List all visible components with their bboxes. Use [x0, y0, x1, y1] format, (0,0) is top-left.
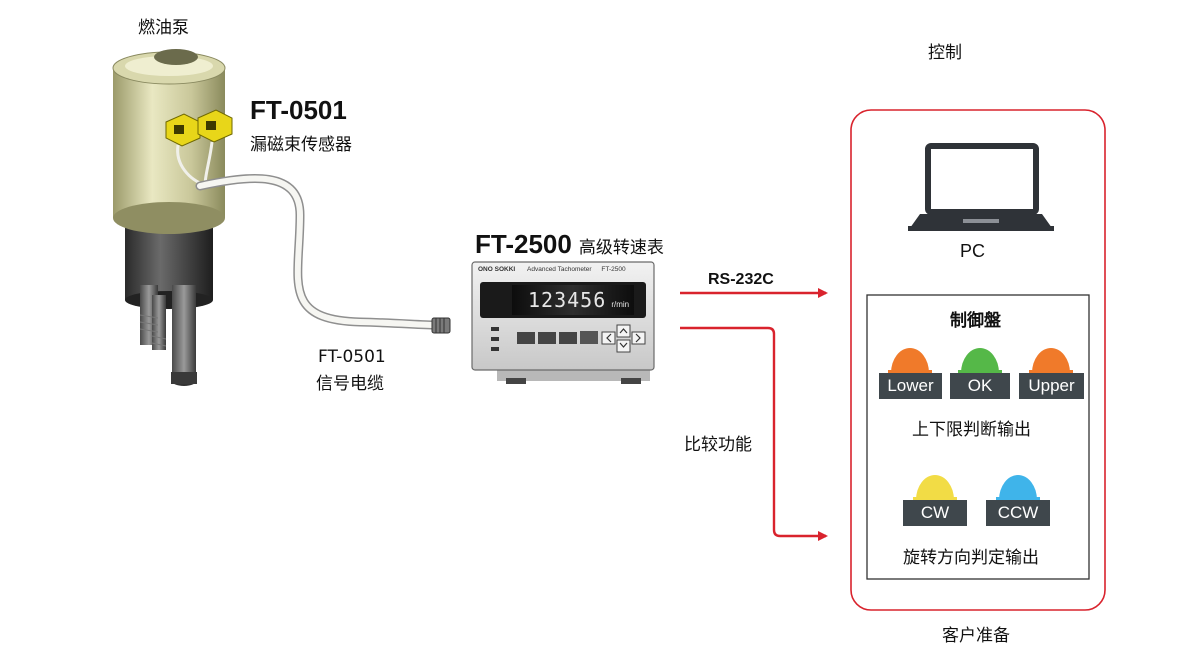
sensor-heads: [165, 109, 233, 147]
lamp-dome-upper-rim: [1029, 370, 1073, 374]
tachometer-panel-header: ONO SOKKI Advanced Tachometer FT-2500: [478, 266, 648, 273]
tachometer-display-unit: r/min: [611, 300, 630, 309]
lamp-dome-ok-rim: [958, 370, 1002, 374]
lamp-dome-cw-rim: [913, 497, 957, 501]
tachometer-brand: ONO SOKKI: [478, 266, 516, 273]
lamp-dome-ccw: [999, 475, 1037, 500]
control-title: 控制: [928, 43, 962, 63]
tachometer-device: [471, 261, 655, 384]
compare-function-label: 比较功能: [684, 435, 752, 455]
pc-label: PC: [960, 241, 986, 261]
lamp-dome-lower: [891, 348, 929, 373]
control-panel-frame: [866, 294, 1090, 580]
tachometer-panel-title: Advanced Tachometer: [527, 266, 592, 273]
lamp-label-ccw: CCW: [986, 500, 1050, 526]
judge-output-caption: 上下限判断输出: [912, 420, 1031, 440]
control-panel-title: 制御盤: [950, 311, 1001, 331]
rs232c-label: RS-232C: [708, 271, 774, 288]
tachometer-heading: FT-2500 高级转速表: [475, 229, 664, 260]
fuel-pump-illustration: [112, 49, 233, 386]
customer-prepared-label: 客户准备: [942, 626, 1010, 646]
signal-cable: [195, 173, 441, 330]
cable-connector: [431, 317, 451, 334]
sensor-model: FT-0501: [250, 95, 347, 125]
lamp-dome-ok: [961, 348, 999, 373]
cable-model: FT-0501: [318, 347, 386, 367]
lamp-dome-lower-rim: [888, 370, 932, 374]
lamp-dome-upper: [1032, 348, 1070, 373]
lamp-label-ok: OK: [950, 373, 1010, 399]
cable-name: 信号电缆: [316, 374, 384, 394]
tachometer-panel-model: FT-2500: [601, 266, 626, 273]
lamp-label-lower: Lower: [879, 373, 942, 399]
tachometer-display-value: 123456: [528, 288, 607, 312]
sensor-name: 漏磁束传感器: [250, 135, 352, 155]
lamp-domes: [888, 348, 1073, 501]
lamp-label-upper: Upper: [1019, 373, 1084, 399]
tachometer-display: 123456 r/min: [528, 288, 629, 312]
compare-arrow: [680, 326, 828, 541]
direction-output-caption: 旋转方向判定输出: [903, 548, 1039, 568]
lamp-dome-ccw-rim: [996, 497, 1040, 501]
pump-title: 燃油泵: [138, 18, 189, 38]
pc-laptop-icon: [908, 143, 1054, 231]
lamp-dome-cw: [916, 475, 954, 500]
customer-frame: [850, 109, 1106, 611]
tachometer-name: 高级转速表: [578, 238, 664, 258]
lamp-label-cw: CW: [903, 500, 967, 526]
tachometer-model: FT-2500: [475, 229, 572, 259]
